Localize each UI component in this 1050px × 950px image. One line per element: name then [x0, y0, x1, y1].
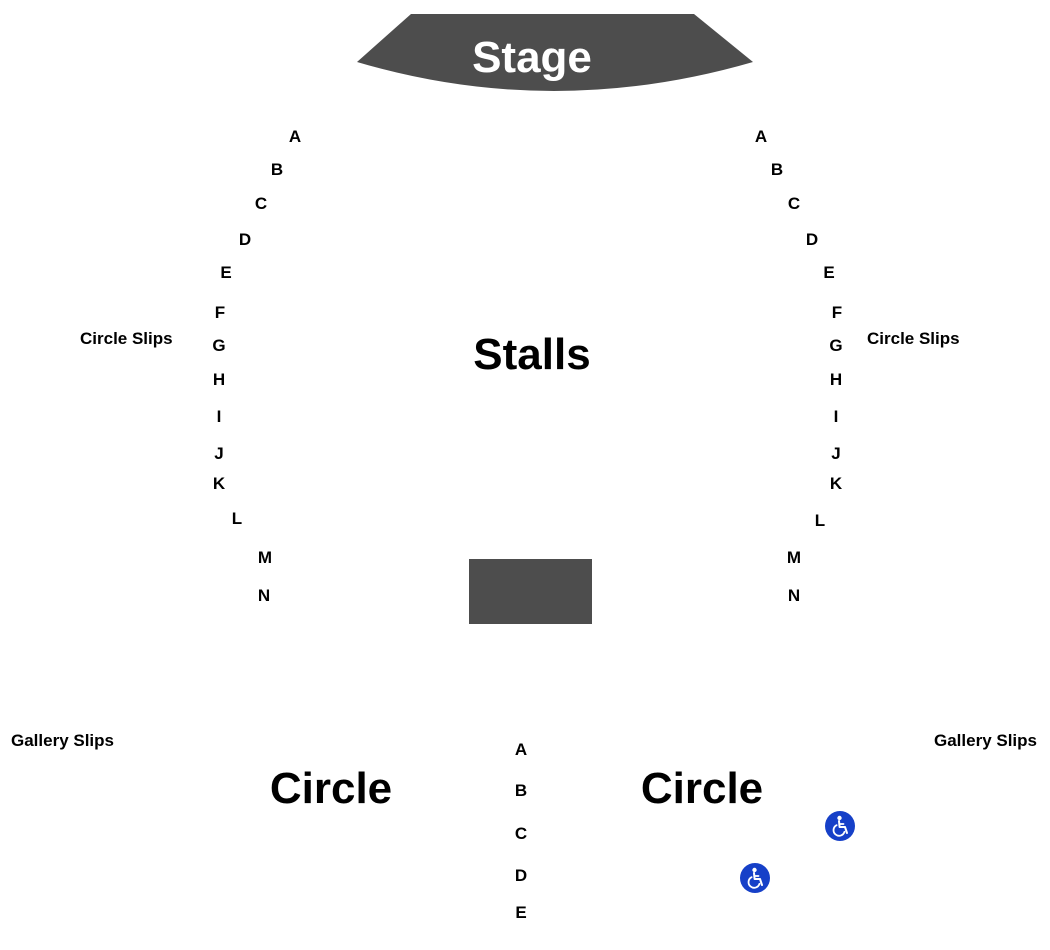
stalls-right-row-f[interactable]: F [831, 303, 843, 322]
stalls-left-row-f[interactable]: F [214, 303, 226, 322]
stalls-left-row-b[interactable]: B [270, 160, 284, 179]
circle-right-label[interactable]: Circle [640, 764, 764, 813]
stalls-right-row-i[interactable]: I [833, 407, 839, 426]
wheelchair-icon[interactable] [825, 811, 855, 841]
circle-slips-right-label[interactable]: Circle Slips [867, 329, 960, 348]
control-box-block [469, 559, 592, 624]
stalls-left-row-i[interactable]: I [216, 407, 222, 426]
stalls-right-row-l[interactable]: L [814, 511, 826, 530]
stalls-left-row-n[interactable]: N [257, 586, 271, 605]
gallery-slips-right-label[interactable]: Gallery Slips [934, 731, 1037, 750]
stalls-left-row-c[interactable]: C [254, 194, 268, 213]
circle-row-c[interactable]: C [514, 824, 528, 843]
stalls-left-row-l[interactable]: L [231, 509, 243, 528]
circle-slips-left-label[interactable]: Circle Slips [80, 329, 173, 348]
stalls-left-row-g[interactable]: G [212, 336, 226, 355]
stalls-left-row-a[interactable]: A [288, 127, 302, 146]
circle-left-label[interactable]: Circle [269, 764, 393, 813]
stalls-label: Stalls [473, 330, 591, 379]
stalls-right-row-h[interactable]: H [829, 370, 843, 389]
stalls-left-row-m[interactable]: M [257, 548, 273, 567]
gallery-slips-left-label[interactable]: Gallery Slips [11, 731, 114, 750]
circle-row-e[interactable]: E [515, 903, 527, 922]
circle-row-b[interactable]: B [514, 781, 528, 800]
stalls-right-row-b[interactable]: B [770, 160, 784, 179]
stalls-right-row-j[interactable]: J [831, 444, 841, 463]
stalls-right-row-n[interactable]: N [787, 586, 801, 605]
circle-row-a[interactable]: A [514, 740, 528, 759]
stalls-right-row-g[interactable]: G [829, 336, 843, 355]
circle-row-d[interactable]: D [514, 866, 528, 885]
stalls-right-row-a[interactable]: A [754, 127, 768, 146]
stage-label: Stage [472, 33, 592, 82]
stalls-left-row-h[interactable]: H [212, 370, 226, 389]
stalls-left-row-j[interactable]: J [214, 444, 224, 463]
stalls-right-row-d[interactable]: D [805, 230, 819, 249]
stalls-left-row-e[interactable]: E [220, 263, 232, 282]
stalls-right-row-c[interactable]: C [787, 194, 801, 213]
stalls-left-row-k[interactable]: K [212, 474, 226, 493]
stalls-left-row-d[interactable]: D [238, 230, 252, 249]
stalls-right-row-k[interactable]: K [829, 474, 843, 493]
wheelchair-icon[interactable] [740, 863, 770, 893]
stalls-right-row-m[interactable]: M [786, 548, 802, 567]
stalls-right-row-e[interactable]: E [823, 263, 835, 282]
